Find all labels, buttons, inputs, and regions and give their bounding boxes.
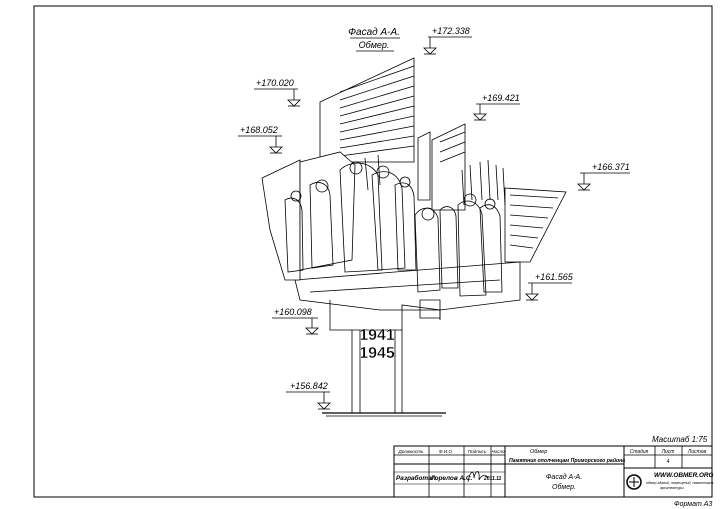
sheet-title: Фасад А-А.: [546, 473, 582, 481]
drawing-title: Фасад А-А.: [348, 27, 400, 38]
sheet-frame: [33, 5, 713, 498]
obmer-logo-icon: [626, 474, 642, 490]
svg-text:Число: Число: [491, 449, 505, 454]
svg-text:+161.565: +161.565: [535, 272, 574, 282]
svg-text:2011.11: 2011.11: [483, 476, 502, 482]
elevation-marker: +172.338: [423, 26, 472, 55]
format-label: Формат А3: [674, 501, 712, 508]
svg-text:Обмер: Обмер: [530, 449, 547, 455]
year-end: 1945: [359, 345, 395, 362]
sheet-subtitle: Обмер.: [552, 483, 576, 491]
svg-text:Стадия: Стадия: [630, 449, 649, 455]
svg-text:+169.421: +169.421: [482, 93, 520, 103]
svg-text:Должность: Должность: [397, 449, 424, 454]
elevation-marker: +170.020: [254, 78, 301, 107]
scale-label: Масштаб 1:75: [652, 435, 708, 444]
year-start: 1941: [359, 327, 395, 344]
svg-text:обмер зданий, помещений, памят: обмер зданий, помещений, памятников: [646, 481, 714, 485]
elevation-marker: +168.052: [238, 125, 283, 154]
elevation-marker: +160.098: [272, 307, 319, 335]
object-name: Памятник ополченцам Приморского района: [509, 457, 625, 464]
svg-text:+172.338: +172.338: [432, 26, 470, 36]
signature-mark: [467, 471, 489, 483]
monument-drawing: [261, 57, 567, 417]
svg-text:+156.842: +156.842: [290, 381, 328, 391]
elevation-marker: +161.565: [525, 272, 574, 301]
svg-text:архитектуры: архитектуры: [660, 486, 684, 490]
drawing-subtitle: Обмер.: [359, 40, 390, 50]
svg-text:Горелов А.С.: Горелов А.С.: [431, 475, 472, 482]
svg-text:Разработал: Разработал: [396, 474, 436, 482]
svg-text:Подпись: Подпись: [468, 449, 487, 454]
elevation-marker: +156.842: [286, 381, 331, 410]
svg-text:Лист: Лист: [661, 449, 675, 455]
svg-text:+168.052: +168.052: [240, 125, 278, 135]
svg-text:+160.098: +160.098: [274, 307, 312, 317]
svg-text:Ф.И.О.: Ф.И.О.: [439, 449, 453, 454]
svg-text:+170.020: +170.020: [256, 78, 294, 88]
website-link: WWW.OBMER.ORG: [654, 472, 714, 479]
elevation-marker: +169.421: [473, 93, 520, 121]
elevation-marker: +166.371: [577, 162, 630, 191]
svg-text:Листов: Листов: [687, 449, 707, 455]
sheet-number: 4: [667, 459, 670, 465]
svg-text:+166.371: +166.371: [592, 162, 630, 172]
title-block: Масштаб 1:75 Должность Ф.И.О. Подпись Чи…: [393, 435, 714, 508]
